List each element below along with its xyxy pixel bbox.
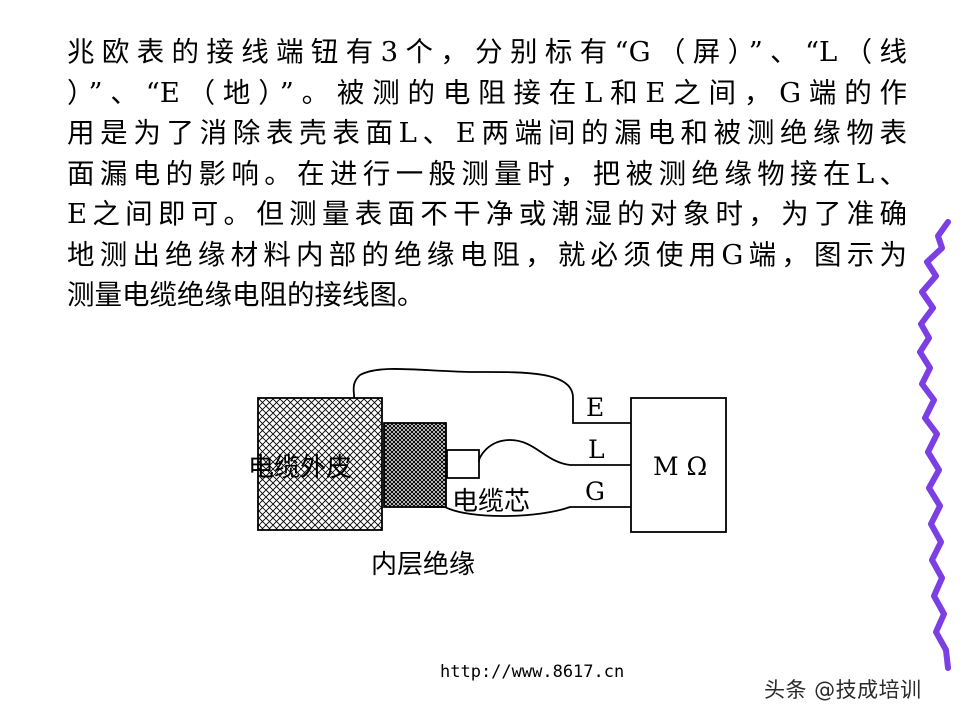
paragraph-line-4: 面漏电的影响。在进行一般测量时，把被测绝缘物接在L、 — [67, 157, 907, 190]
paragraph-line-7: 测量电缆绝缘电阻的接线图。 — [67, 279, 425, 311]
watermark: 头条 @技成培训 — [764, 678, 922, 702]
paragraph-line-1: 兆欧表的接线端钮有3个，分别标有“G（屏）”、“L（线 — [67, 36, 907, 68]
inner-insulation-layer — [383, 422, 447, 508]
wire-e-to-sheath — [352, 368, 631, 424]
paragraph-line-3: 用是为了消除表壳表面L、E两端间的漏电和被测绝缘物表 — [67, 117, 907, 149]
wire-l-to-core — [478, 439, 631, 466]
terminal-g-label: G — [585, 477, 605, 506]
paragraph-line-2: ）”、“E（地）”。被测的电阻接在L和E之间，G端的作 — [67, 76, 907, 109]
description-paragraph: 兆欧表的接线端钮有3个，分别标有“G（屏）”、“L（线 ）”、“E（地）”。被测… — [67, 32, 907, 316]
cable-core-label: 电缆芯 — [452, 487, 530, 517]
decorative-zigzag-border — [917, 219, 951, 671]
paragraph-line-5: E之间即可。但测量表面不干净或潮湿的对象时，为了准确 — [67, 198, 907, 230]
megohmmeter-label: M Ω — [653, 452, 707, 481]
inner-insulation-label: 内层绝缘 — [371, 550, 475, 580]
megohmmeter-box — [630, 397, 727, 533]
terminal-e-label: E — [586, 393, 604, 422]
cable-sheath-label: 电缆外皮 — [248, 453, 352, 483]
cable-core — [446, 449, 480, 479]
cable-sheath — [257, 397, 383, 531]
paragraph-line-6: 地测出绝缘材料内部的绝缘电阻，就必须使用G端，图示为 — [67, 238, 907, 271]
source-url: http://www.8617.cn — [440, 662, 625, 682]
wire-g-to-insulation — [424, 506, 631, 517]
terminal-l-label: L — [588, 435, 605, 464]
